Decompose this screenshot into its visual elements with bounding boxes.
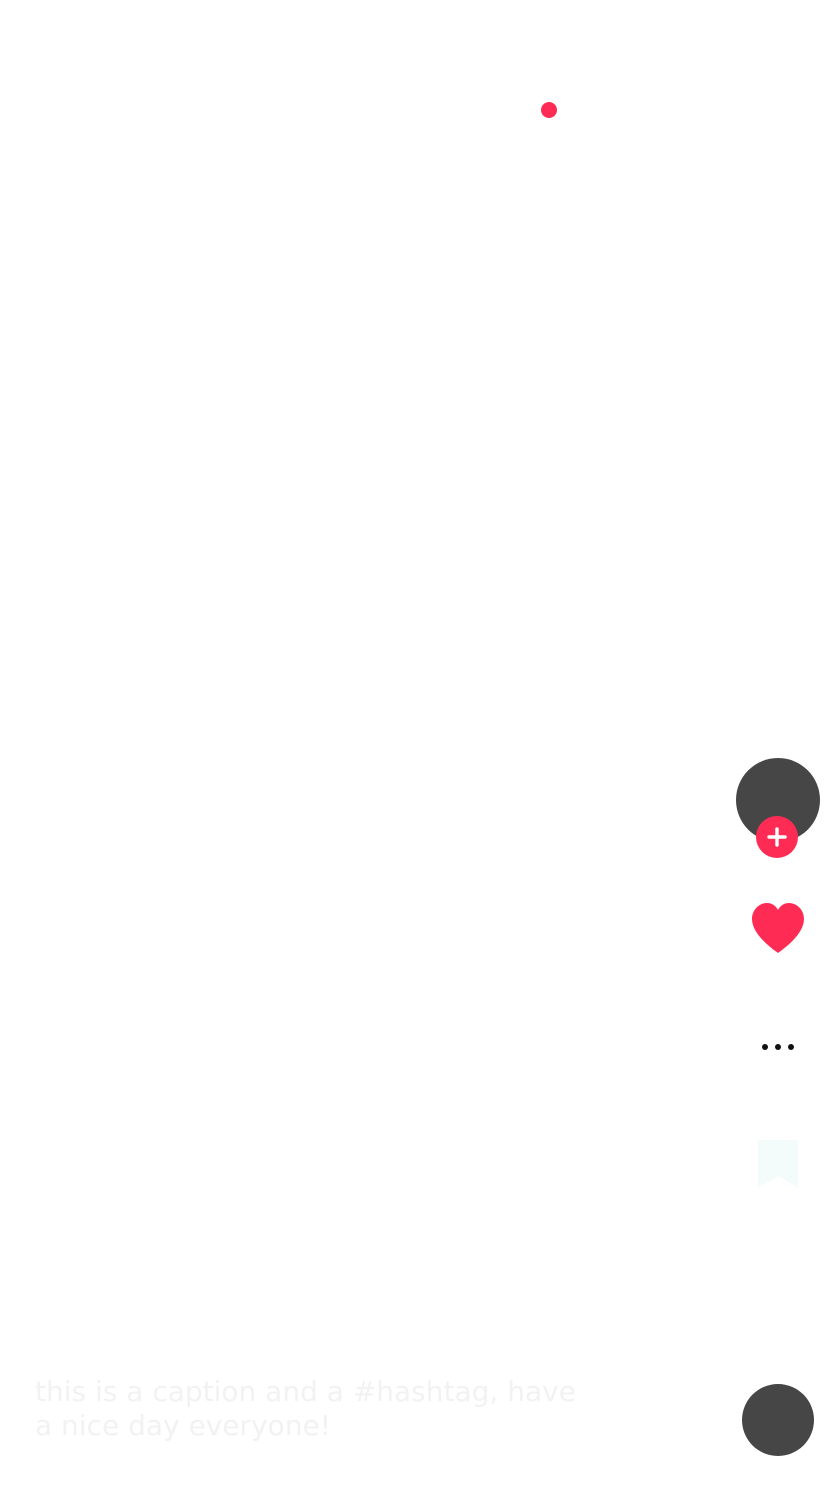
more-options-button[interactable]: [756, 1032, 800, 1062]
follow-button[interactable]: [756, 816, 798, 858]
heart-icon: [752, 903, 804, 953]
bookmark-icon: [758, 1140, 798, 1188]
video-caption: this is a caption and a #hashtag, have a…: [35, 1375, 576, 1442]
action-rail: [730, 750, 826, 1210]
save-button[interactable]: [756, 1138, 800, 1192]
plus-icon: [767, 827, 787, 847]
live-indicator-dot: [541, 102, 557, 118]
like-button[interactable]: [748, 900, 808, 956]
more-horizontal-icon: [762, 1044, 794, 1050]
music-disc[interactable]: [742, 1384, 814, 1456]
